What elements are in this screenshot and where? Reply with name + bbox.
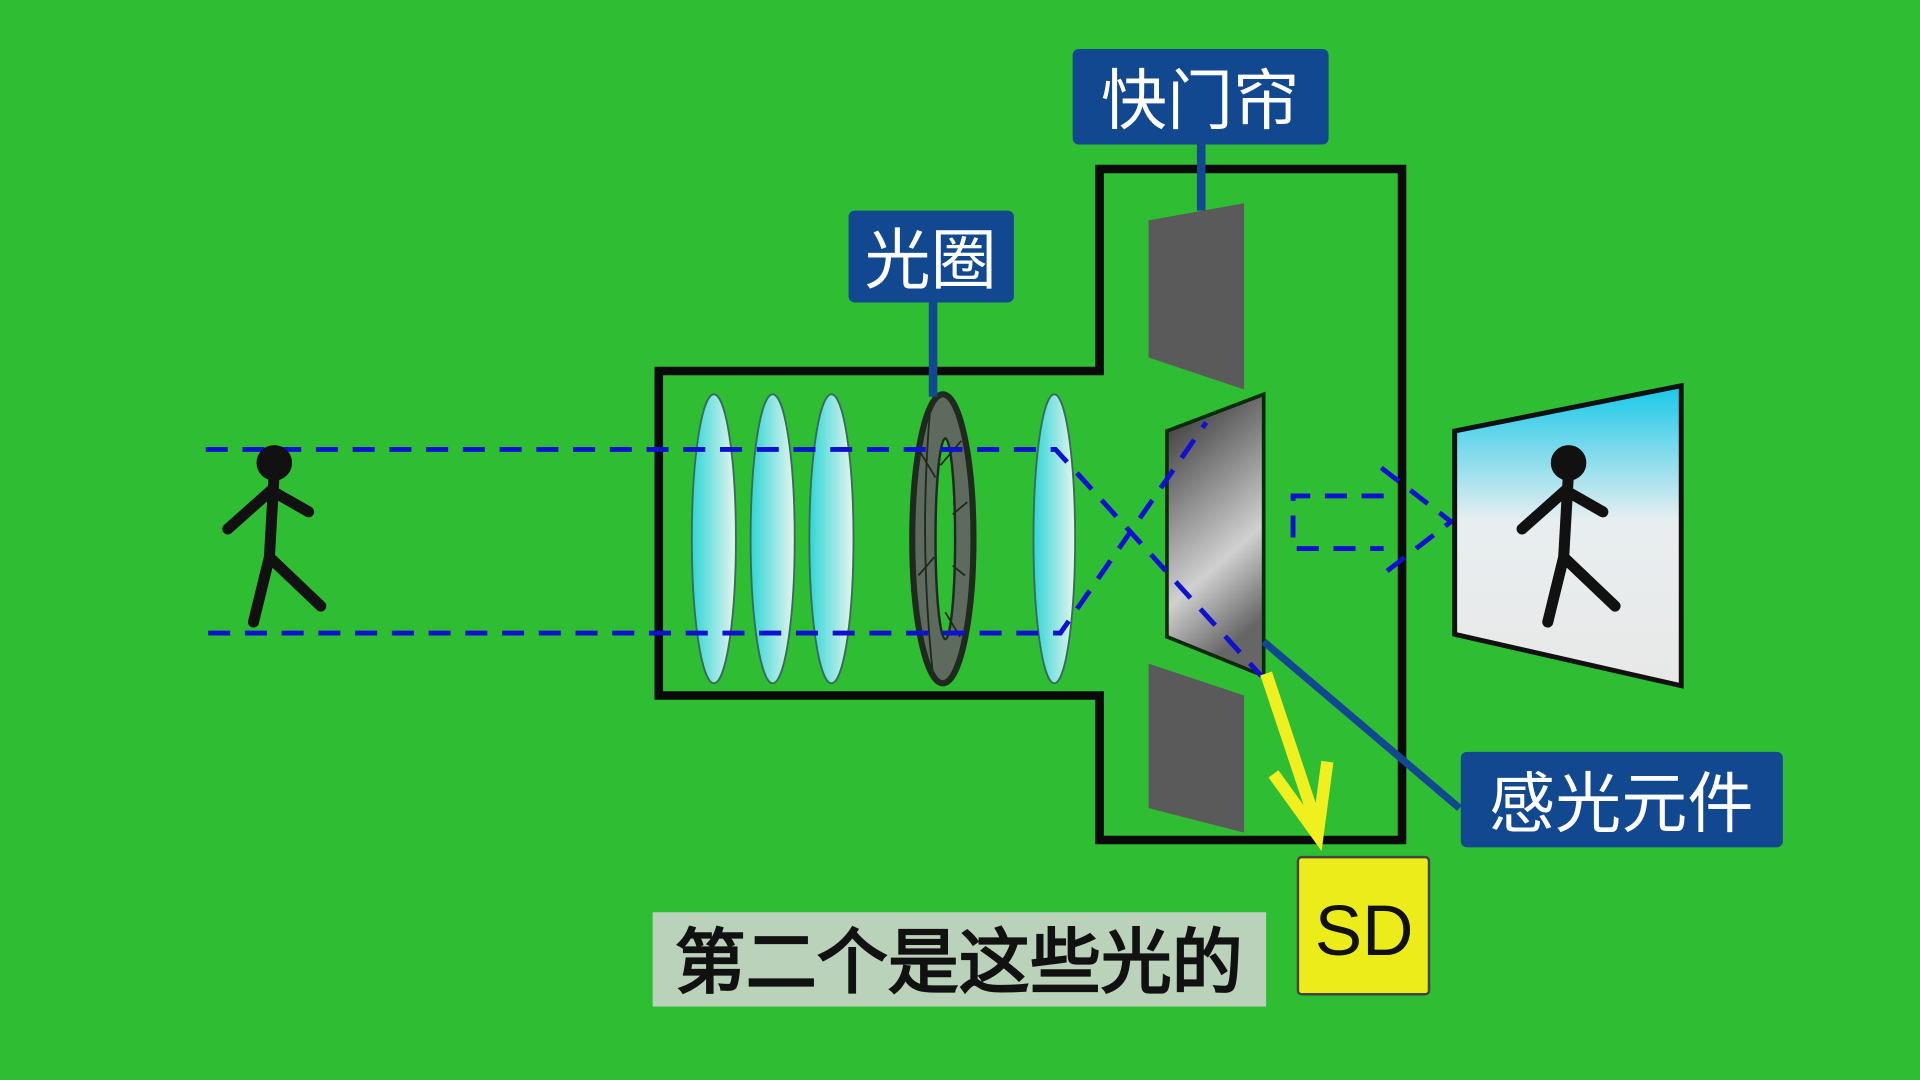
lens — [808, 393, 855, 685]
data-flow-arrow — [1260, 671, 1334, 852]
shutter-curtain-lower — [1148, 663, 1245, 833]
label-aperture: 光圈 — [848, 210, 1014, 303]
lens-group — [690, 393, 1077, 685]
label-shutter-curtain: 快门帘 — [1072, 48, 1329, 145]
lens — [749, 393, 796, 685]
lens — [1032, 393, 1077, 685]
label-text: 光圈 — [864, 222, 996, 299]
label-text: 快门帘 — [1101, 63, 1299, 140]
subtitle-text: 第二个是这些光的 — [675, 921, 1243, 1004]
shutter-curtain-upper — [1148, 203, 1245, 390]
camera-body-outline — [654, 164, 1407, 845]
label-text: 感光元件 — [1489, 766, 1753, 843]
image-sensor — [1165, 391, 1266, 679]
label-sensor: 感光元件 — [1460, 751, 1783, 848]
subtitle: 第二个是这些光的 — [652, 912, 1267, 1007]
sd-card: SD — [1296, 855, 1431, 996]
projection-arrow — [1290, 465, 1456, 578]
lens — [690, 393, 737, 685]
aperture-ring — [909, 391, 977, 687]
person-image — [1516, 445, 1621, 628]
leader-line-sensor — [1261, 638, 1462, 811]
sd-label: SD — [1315, 892, 1414, 971]
person-figure — [222, 445, 327, 628]
light-rays — [205, 421, 1456, 678]
